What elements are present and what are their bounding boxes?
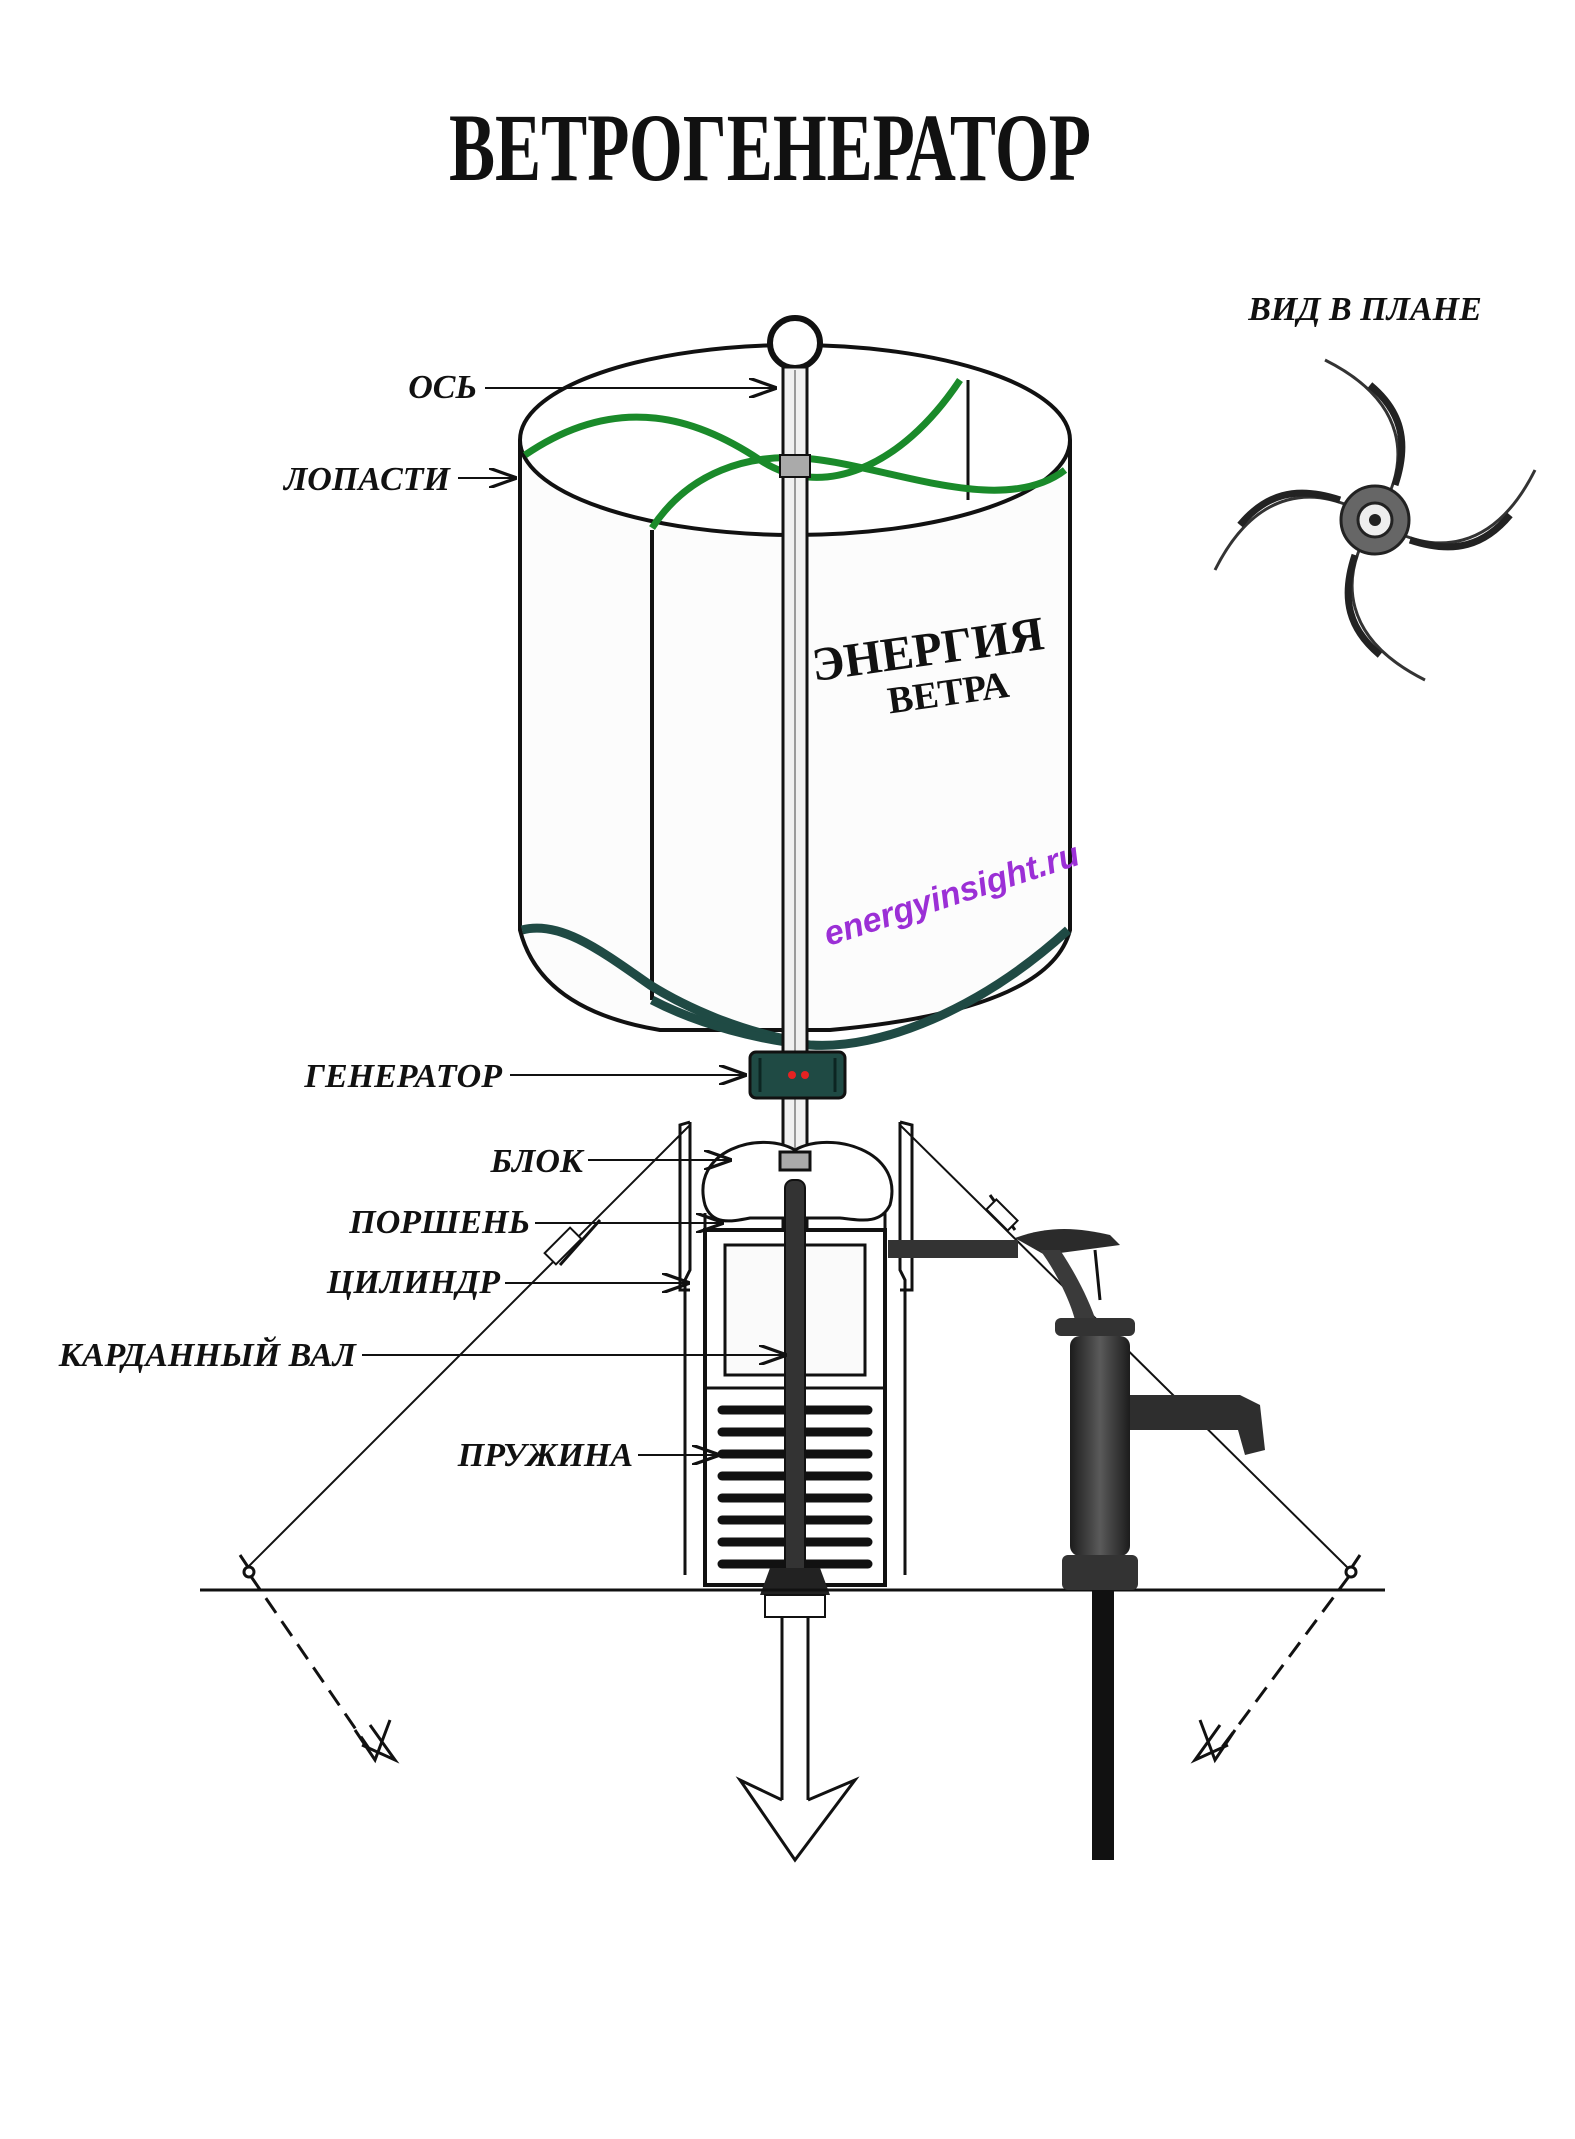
plan-view-rotor: [1213, 358, 1537, 682]
leader-lines: [362, 388, 785, 1455]
plan-view-label: ВИД В ПЛАНЕ: [1247, 291, 1482, 328]
hand-pump: [888, 1229, 1265, 1860]
diagram-title: ВЕТРОГЕНЕРАТОР: [449, 95, 1091, 202]
anchor-left: [238, 1554, 400, 1764]
load-arrow: [735, 1617, 860, 1863]
generator-unit: [748, 1050, 847, 1100]
anchor-right: [1190, 1554, 1362, 1764]
block-frame: [678, 1120, 914, 1575]
label-cardan-shaft: КАРДАННЫЙ ВАЛ: [58, 1336, 358, 1374]
label-piston: ПОРШЕНЬ: [348, 1204, 530, 1241]
label-spring: ПРУЖИНА: [457, 1437, 633, 1474]
label-cylinder: ЦИЛИНДР: [326, 1264, 500, 1301]
label-blades: ЛОПАСТИ: [282, 461, 452, 498]
cardan-shaft: [760, 1179, 830, 1618]
base-curves: [520, 923, 1072, 1050]
label-generator: ГЕНЕРАТОР: [303, 1058, 502, 1095]
label-axis: ОСЬ: [408, 369, 477, 406]
guy-wires: [244, 1124, 1351, 1571]
blade-curves: [523, 378, 1068, 530]
label-block: БЛОК: [489, 1143, 584, 1180]
